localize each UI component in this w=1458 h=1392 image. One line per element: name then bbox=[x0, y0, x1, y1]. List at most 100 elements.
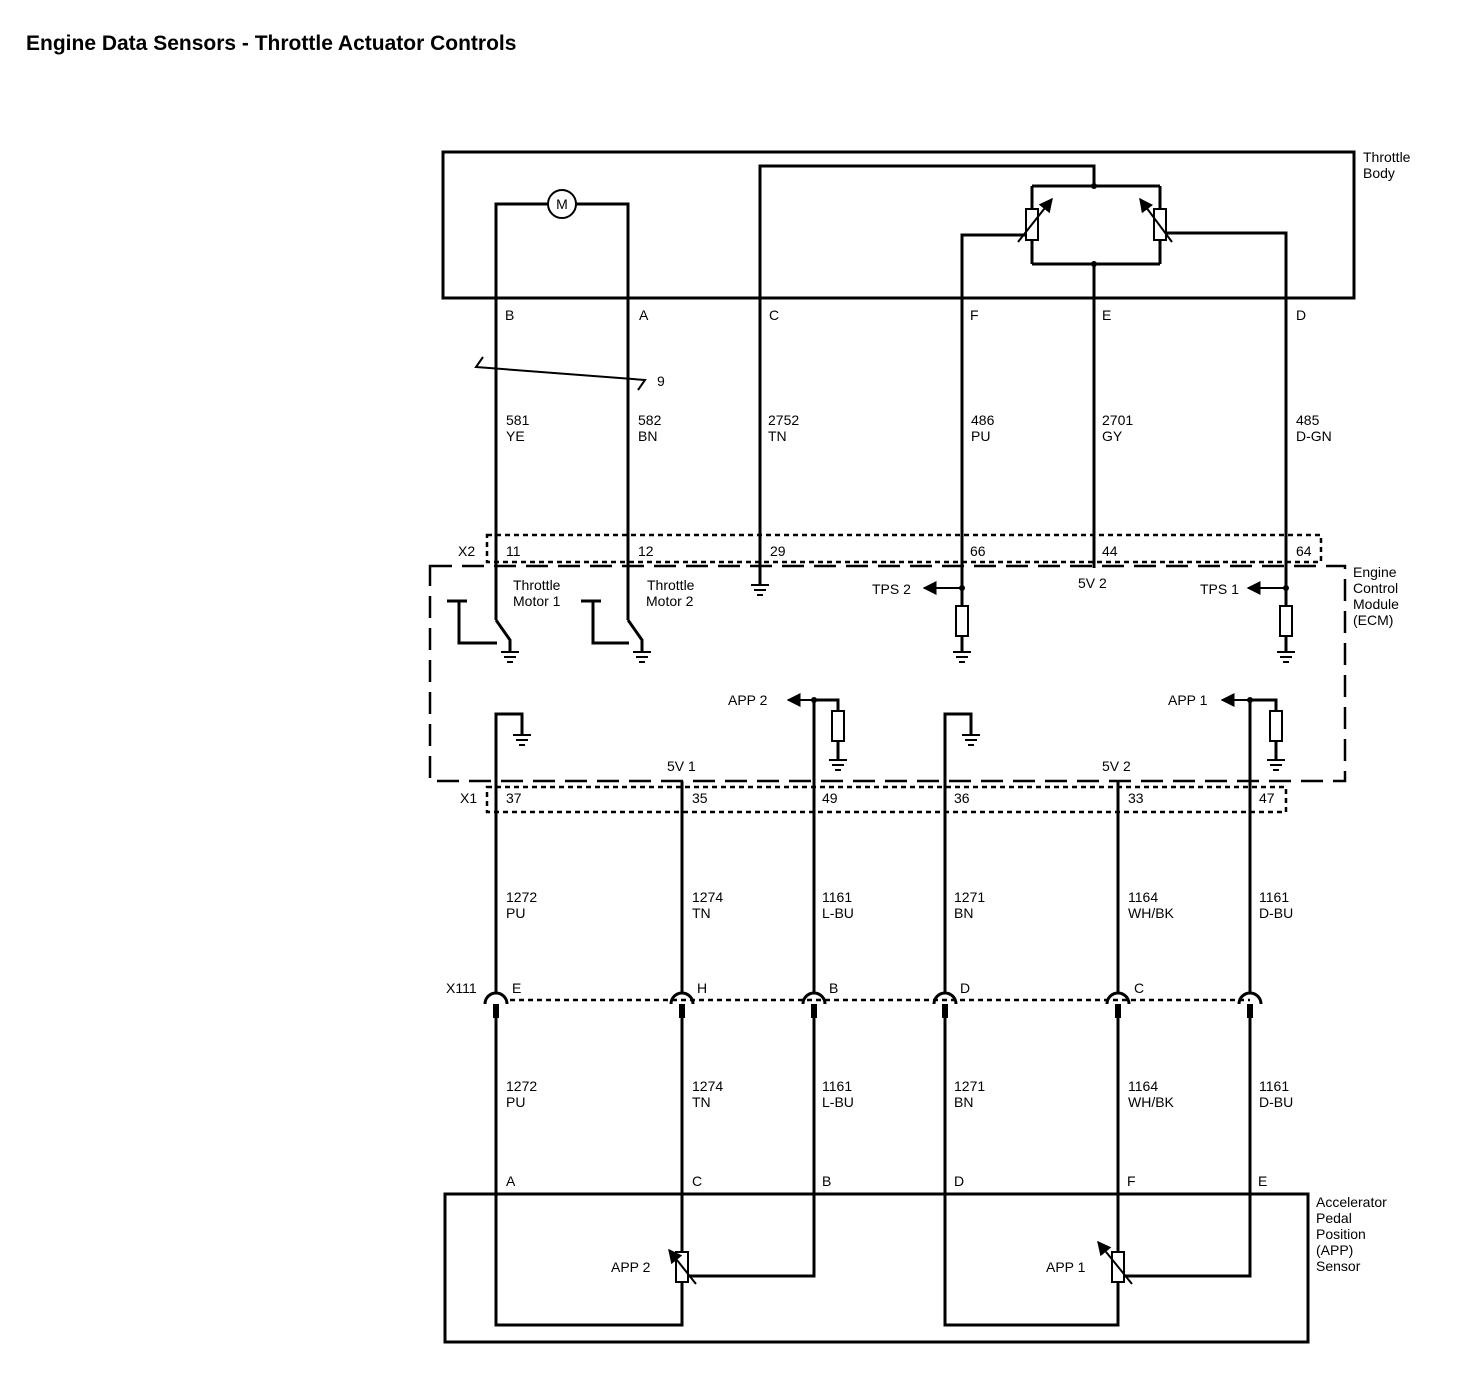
svg-text:Throttle: Throttle bbox=[647, 577, 695, 593]
tps2-input: TPS 2 bbox=[872, 581, 971, 663]
wire-circuit: 486 bbox=[971, 412, 995, 428]
wire-circuit: 1164 bbox=[1128, 1078, 1158, 1094]
ground-symbol bbox=[962, 734, 980, 746]
svg-text:APP 1: APP 1 bbox=[1046, 1259, 1086, 1275]
wire-color: PU bbox=[971, 428, 990, 444]
pin-number: 12 bbox=[638, 543, 654, 559]
pin-label: B bbox=[822, 1173, 831, 1189]
wire-color: D-GN bbox=[1296, 428, 1332, 444]
app1-potentiometer: APP 1 bbox=[943, 1194, 1252, 1327]
throttle-body-label: Body bbox=[1363, 165, 1395, 181]
connector-x1: X1 37 35 49 36 33 47 bbox=[460, 785, 1288, 814]
throttle-motor-1-driver: Throttle Motor 1 bbox=[447, 577, 561, 663]
throttle-body-pins: B A C F E D bbox=[505, 307, 1306, 323]
twisted-pair-marker bbox=[474, 356, 647, 391]
wire-circuit: 1161 bbox=[822, 1078, 852, 1094]
wire-color: PU bbox=[506, 1094, 525, 1110]
tps-potentiometers bbox=[960, 183, 1288, 298]
pin-label: D bbox=[1296, 307, 1306, 323]
app-sensor-label: Pedal bbox=[1316, 1210, 1352, 1226]
pin-label: C bbox=[1134, 980, 1144, 996]
app-sensor-label: (APP) bbox=[1316, 1242, 1353, 1258]
upper-harness: 9 581 YE 582 BN 2752 TN 486 PU 2701 GY 4… bbox=[474, 298, 1332, 620]
pin-number: 47 bbox=[1259, 790, 1275, 806]
ecm-label: Module bbox=[1353, 596, 1399, 612]
svg-text:APP 2: APP 2 bbox=[611, 1259, 651, 1275]
throttle-motor-2-driver: Throttle Motor 2 bbox=[581, 577, 695, 663]
ecm-label: Engine bbox=[1353, 564, 1397, 580]
pin-label: D bbox=[960, 980, 970, 996]
pin-label: H bbox=[697, 980, 707, 996]
terminal bbox=[1237, 991, 1263, 1018]
wire-circuit: 1271 bbox=[954, 1078, 985, 1094]
wire-circuit: 1271 bbox=[954, 889, 985, 905]
terminal bbox=[1105, 991, 1131, 1018]
svg-text:TPS 2: TPS 2 bbox=[872, 581, 911, 597]
throttle-body: Throttle Body M bbox=[441, 149, 1411, 323]
wire-color: WH/BK bbox=[1128, 1094, 1175, 1110]
svg-text:TPS 1: TPS 1 bbox=[1200, 581, 1239, 597]
pin-label: A bbox=[506, 1173, 516, 1189]
wire-circuit: 1161 bbox=[1259, 889, 1289, 905]
wire-circuit: 485 bbox=[1296, 412, 1320, 428]
pin-label: E bbox=[1102, 307, 1111, 323]
pin-number: 35 bbox=[692, 790, 708, 806]
pin-label: F bbox=[970, 307, 979, 323]
terminal bbox=[483, 991, 509, 1018]
wire-color: L-BU bbox=[822, 1094, 854, 1110]
terminal bbox=[669, 991, 695, 1018]
middle-harness: 1272 PU 1274 TN 1161 L-BU 1271 BN 1164 W… bbox=[494, 700, 1293, 992]
pin-number: 33 bbox=[1128, 790, 1144, 806]
wire-color: GY bbox=[1102, 428, 1123, 444]
ground-symbol bbox=[1277, 651, 1295, 663]
pin-label: C bbox=[692, 1173, 702, 1189]
ground-symbol bbox=[1267, 759, 1285, 771]
svg-text:APP 2: APP 2 bbox=[728, 692, 768, 708]
ref-5v1: 5V 1 bbox=[667, 758, 696, 774]
app-sensor-pins: A C B D F E bbox=[506, 1173, 1267, 1189]
pin-label: F bbox=[1127, 1173, 1136, 1189]
wire-color: WH/BK bbox=[1128, 905, 1175, 921]
wire-circuit: 582 bbox=[638, 412, 662, 428]
pin-label: B bbox=[505, 307, 514, 323]
pin-label: D bbox=[954, 1173, 964, 1189]
wire-color: BN bbox=[954, 1094, 973, 1110]
wire-circuit: 2701 bbox=[1102, 412, 1133, 428]
wire-circuit: 581 bbox=[506, 412, 530, 428]
ground-symbol bbox=[953, 651, 971, 663]
throttle-body-label: Throttle bbox=[1363, 149, 1411, 165]
pin-label: C bbox=[769, 307, 779, 323]
ground-symbol bbox=[829, 759, 847, 771]
motor-symbol: M bbox=[556, 196, 568, 212]
wire-circuit: 1272 bbox=[506, 1078, 537, 1094]
ground-symbol bbox=[751, 584, 769, 596]
wire-color: TN bbox=[692, 905, 711, 921]
ecm-module: Engine Control Module (ECM) Throttle Mot… bbox=[428, 564, 1399, 794]
wire-color: PU bbox=[506, 905, 525, 921]
ground-symbol bbox=[501, 651, 519, 663]
pin-label: A bbox=[639, 307, 649, 323]
app-sensor: Accelerator Pedal Position (APP) Sensor … bbox=[443, 1173, 1387, 1344]
ground-symbol bbox=[513, 734, 531, 746]
pin-number: 66 bbox=[970, 543, 986, 559]
wire-color: BN bbox=[954, 905, 973, 921]
svg-text:Throttle: Throttle bbox=[513, 577, 561, 593]
lower-harness: 1272 PU 1274 TN 1161 L-BU 1271 BN 1164 W… bbox=[494, 1018, 1293, 1194]
app-sensor-label: Accelerator bbox=[1316, 1194, 1387, 1210]
connector-label: X111 bbox=[446, 980, 477, 996]
wire-color: TN bbox=[692, 1094, 711, 1110]
app-sensor-label: Sensor bbox=[1316, 1258, 1361, 1274]
wire-circuit: 1164 bbox=[1128, 889, 1158, 905]
wire-color: BN bbox=[638, 428, 657, 444]
pin-number: 44 bbox=[1102, 543, 1118, 559]
connector-label: X2 bbox=[458, 543, 475, 559]
svg-text:Motor 1: Motor 1 bbox=[513, 593, 561, 609]
pin-number: 29 bbox=[770, 543, 786, 559]
svg-text:APP 1: APP 1 bbox=[1168, 692, 1208, 708]
pin-label: B bbox=[829, 980, 838, 996]
page-title: Engine Data Sensors - Throttle Actuator … bbox=[26, 32, 517, 55]
wire-circuit: 1274 bbox=[692, 1078, 723, 1094]
pin-number: 11 bbox=[506, 543, 521, 559]
wire-color: YE bbox=[506, 428, 525, 444]
app1-input: APP 1 bbox=[1168, 692, 1285, 771]
